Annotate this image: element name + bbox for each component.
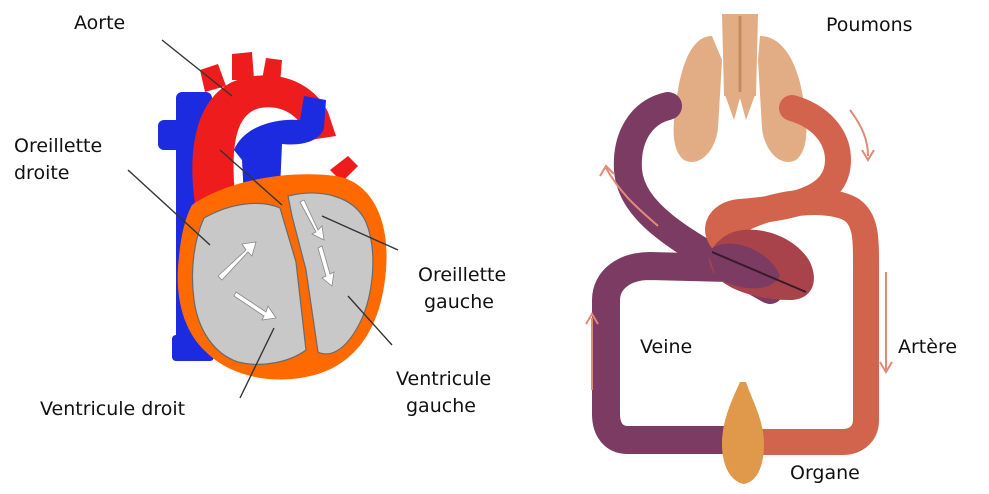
aorta-branch [232,52,254,80]
label-aorte: Aorte [74,10,125,37]
label-artere: Artère [898,334,957,361]
flow-arrow-lung-out [850,110,868,156]
circulation-illustration [586,14,892,484]
label-oreillette-droite: Oreillette droite [14,133,102,187]
label-ventricule-droit: Ventricule droit [40,396,185,423]
bronchi [724,92,756,120]
leader-aorte [162,40,232,96]
label-line: Ventricule [396,366,491,393]
label-ventricule-gauche: Ventricule gauche [396,366,491,420]
heart-illustration [128,40,398,398]
organ-shape [722,382,764,484]
aorta-branch [262,58,282,84]
label-line: gauche [396,393,491,420]
label-line: Oreillette [418,262,506,289]
lung-left [674,36,722,162]
label-oreillette-gauche: Oreillette gauche [418,262,506,316]
label-poumons: Poumons [826,12,913,39]
label-line: gauche [418,289,506,316]
label-veine: Veine [640,334,692,361]
label-line: Oreillette [14,133,102,160]
label-organe: Organe [790,460,860,487]
vena-cava-branch [158,120,198,150]
label-line: droite [14,160,102,187]
